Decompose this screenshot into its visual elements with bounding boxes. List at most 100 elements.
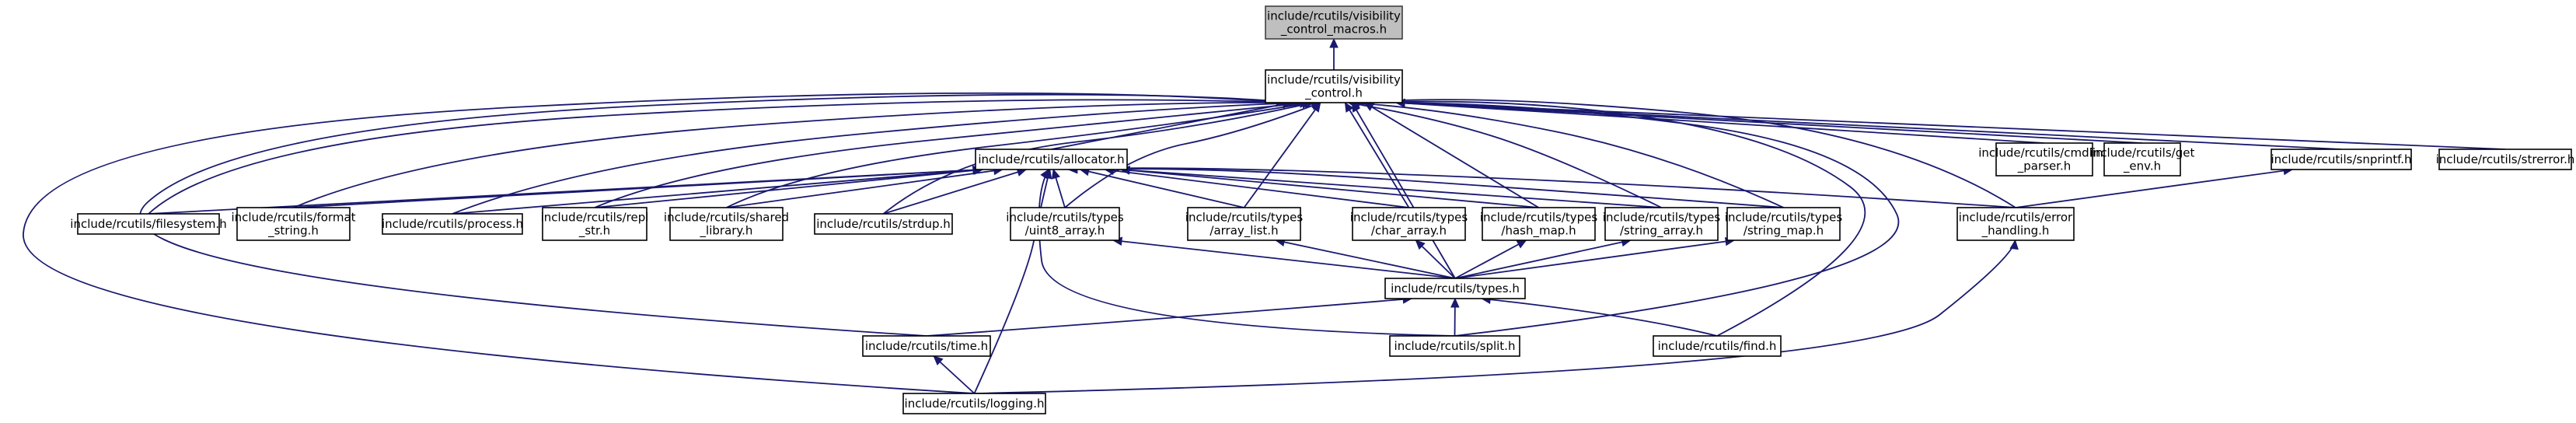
edge-find-to-types [1480,295,1718,337]
edge-time-to-vc-line [139,93,1297,337]
edge-uint8-to-vc-line [1064,102,1321,208]
node-vc[interactable]: include/rcutils/visibility_control.h [1265,69,1403,103]
edge-strdup-to-vc-line [882,102,1314,215]
node-repl[interactable]: include/rcutils/repl_str.h [541,207,649,241]
edge-strdup-to-alloc [883,167,1028,215]
edge-types-to-stringarray-line [1454,239,1631,279]
edge-strdup-to-alloc-line [883,169,1027,215]
node-filesystem-box [77,213,220,235]
node-getenv-label-0: include/rcutils/get [2090,146,2195,160]
node-arraylist-box [1187,207,1301,241]
node-error-label-1: _handling.h [1981,224,2050,239]
node-strdup-label-0: include/rcutils/strdup.h [816,217,951,231]
node-logging[interactable]: include/rcutils/logging.h [902,393,1046,414]
node-vc-box [1265,69,1403,103]
node-cmdline-label-0: include/rcutils/cmdline [1978,146,2110,160]
edge-process-to-alloc-line [452,169,983,215]
edge-chararray-to-vc [1344,101,1410,208]
edge-stringmap-to-vc-line [1350,102,1784,208]
edge-logging-to-alloc [973,168,1052,394]
node-error[interactable]: include/rcutils/error_handling.h [1956,207,2075,241]
edge-shared-to-vc-line [726,102,1311,208]
node-split-box [1389,335,1520,357]
node-arraylist-label-0: include/rcutils/types [1185,211,1304,225]
edge-types-to-stringmap [1454,236,1736,279]
edge-logging-to-alloc-line [973,169,1051,394]
edge-uint8-to-alloc-arrowhead [1051,168,1060,180]
edge-error-to-vc-line [1355,99,2016,208]
node-logging-box [902,393,1046,414]
edge-snprintf-to-vc [1394,98,2342,150]
node-strdup[interactable]: include/rcutils/strdup.h [814,213,953,235]
edge-arraylist-to-vc-line [1243,102,1321,208]
edge-logging-to-time-arrowhead [933,355,944,366]
node-uint8[interactable]: include/rcutils/types/uint8_array.h [1006,207,1124,241]
node-time[interactable]: include/rcutils/time.h [862,335,991,357]
node-snprintf-label-0: include/rcutils/snprintf.h [2271,152,2411,166]
node-stringmap-label-0: include/rcutils/types [1725,211,1843,225]
edge-find-to-vc-line [1362,100,1866,337]
node-stringmap[interactable]: include/rcutils/types/string_map.h [1725,207,1843,241]
node-find-box [1653,335,1782,357]
node-snprintf[interactable]: include/rcutils/snprintf.h [2271,149,2412,170]
edge-types-to-chararray-arrowhead [1415,239,1426,250]
node-stringmap-box [1726,207,1841,241]
node-strerror-label-0: include/rcutils/strerror.h [2436,152,2575,166]
node-vc-label-1: _control.h [1304,86,1363,101]
edge-time-to-types-line [926,298,1412,337]
node-types-box [1384,278,1526,299]
node-vcm[interactable]: include/rcutils/visibility_control_macro… [1265,5,1403,40]
edge-error-to-alloc-line [1068,167,2016,208]
node-strdup-box [814,213,953,235]
node-shared[interactable]: include/rcutils/shared_library.h [664,207,789,241]
node-alloc[interactable]: include/rcutils/allocator.h [975,149,1128,170]
node-format-label-0: include/rcutils/format [231,211,355,225]
edge-logging-to-error [974,239,2019,394]
node-cmdline[interactable]: include/rcutils/cmdline_parser.h [1978,142,2110,177]
node-getenv[interactable]: include/rcutils/get_env.h [2090,142,2195,177]
edge-arraylist-to-vc-arrowhead [1311,102,1321,113]
edge-arraylist-to-vc [1243,102,1321,208]
node-find-label-0: include/rcutils/find.h [1658,339,1777,353]
node-chararray-label-0: include/rcutils/types [1350,211,1468,225]
node-types[interactable]: include/rcutils/types.h [1384,278,1526,299]
edge-chararray-to-vc-arrowhead [1344,101,1354,113]
node-process[interactable]: include/rcutils/process.h [382,213,523,235]
nodes-layer: include/rcutils/visibility_control_macro… [70,5,2575,414]
edge-split-to-vc-line [1361,101,1900,337]
node-arraylist-label-1: /array_list.h [1209,224,1278,239]
node-hashmap[interactable]: include/rcutils/types/hash_map.h [1480,207,1598,241]
node-error-label-0: include/rcutils/error [1959,211,2073,225]
node-find[interactable]: include/rcutils/find.h [1653,335,1782,357]
node-cmdline-label-1: _parser.h [2017,159,2072,174]
edge-format-to-vc [293,98,1298,208]
edge-format-to-vc-line [293,101,1297,208]
edge-logging-to-error-arrowhead [2009,239,2019,250]
node-stringarray-box [1604,207,1719,241]
node-chararray[interactable]: include/rcutils/types/char_array.h [1350,207,1468,241]
node-repl-box [542,207,647,241]
node-format[interactable]: include/rcutils/format_string.h [231,207,356,241]
node-strerror[interactable]: include/rcutils/strerror.h [2436,149,2575,170]
edge-types-to-stringmap-line [1454,239,1735,279]
edges-layer [23,37,2506,394]
edge-filesystem-to-vc-line [148,99,1286,215]
node-shared-label-1: _library.h [700,224,753,239]
edge-split-to-types-arrowhead [1450,297,1460,308]
node-filesystem[interactable]: include/rcutils/filesystem.h [70,213,227,235]
node-stringarray[interactable]: include/rcutils/types/string_array.h [1603,207,1721,241]
node-shared-box [669,207,784,241]
edge-error-to-snprintf-line [2015,169,2293,208]
node-shared-label-0: include/rcutils/shared [664,211,789,225]
edge-snprintf-to-vc-line [1395,102,2342,150]
node-split[interactable]: include/rcutils/split.h [1389,335,1520,357]
node-arraylist[interactable]: include/rcutils/types/array_list.h [1185,207,1304,241]
edge-error-to-alloc [1067,164,2016,208]
edge-uint8-to-alloc [1051,168,1066,208]
node-uint8-label-0: include/rcutils/types [1006,211,1124,225]
node-vc-label-0: include/rcutils/visibility [1267,73,1401,87]
edge-cmdline-to-vc-line [1395,102,2045,144]
edge-types-to-chararray-line [1415,239,1456,279]
node-stringarray-label-1: /string_array.h [1620,224,1703,239]
